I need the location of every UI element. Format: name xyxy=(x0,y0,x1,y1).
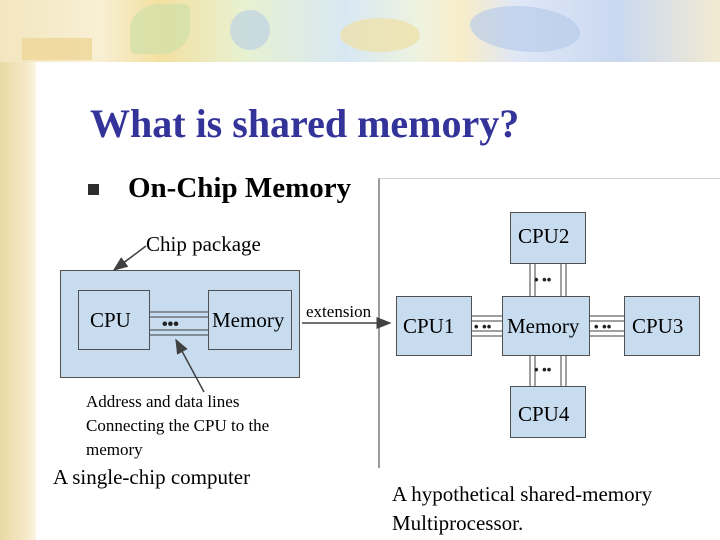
extension-label: extension xyxy=(306,302,372,321)
cpu2-bus-dots: • •• xyxy=(534,272,552,287)
cpu2-box xyxy=(510,212,586,264)
address-lines-arrow xyxy=(175,338,205,393)
cpu3-bus-dots: • •• xyxy=(594,319,612,334)
chip-package-label: Chip package xyxy=(146,232,261,256)
address-label-line-3: memory xyxy=(86,440,143,459)
decorative-leaf xyxy=(130,4,190,54)
cpu1-bus-dots: • •• xyxy=(474,319,492,334)
shared-memory-box xyxy=(502,296,590,356)
cpu3-label: CPU3 xyxy=(632,314,684,338)
cpu3-box xyxy=(624,296,700,356)
bullet-text: On-Chip Memory xyxy=(128,172,352,204)
address-label-line-2: Connecting the CPU to the xyxy=(86,416,270,435)
right-bus-lines xyxy=(472,264,624,386)
cpu1-label: CPU1 xyxy=(403,314,455,338)
cpu1-box xyxy=(396,296,472,356)
cpu4-bus-dots: • •• xyxy=(534,362,552,377)
shared-memory-label: Memory xyxy=(507,314,580,338)
cpu4-label: CPU4 xyxy=(518,402,570,426)
address-label-line-1: Address and data lines xyxy=(86,392,240,411)
memory-box xyxy=(208,290,292,350)
multiprocessor-caption-line-1: A hypothetical shared-memory xyxy=(392,482,653,506)
decorative-band xyxy=(22,38,92,60)
memory-label: Memory xyxy=(212,308,285,332)
multiprocessor-caption-line-2: Multiprocessor. xyxy=(392,511,524,535)
square-bullet-icon xyxy=(88,184,99,195)
left-bus-dots: ••• xyxy=(162,316,179,333)
decorative-left-border xyxy=(0,0,36,540)
cpu2-label: CPU2 xyxy=(518,224,570,248)
slide-title: What is shared memory? xyxy=(90,101,520,146)
decorative-leaf xyxy=(340,18,420,52)
single-chip-caption: A single-chip computer xyxy=(53,465,251,489)
chip-package-arrow xyxy=(112,245,147,271)
cpu-box xyxy=(78,290,150,350)
decorative-leaf xyxy=(230,10,270,50)
cpu-label: CPU xyxy=(90,308,131,332)
left-bus-lines xyxy=(150,311,208,336)
cpu4-box xyxy=(510,386,586,438)
